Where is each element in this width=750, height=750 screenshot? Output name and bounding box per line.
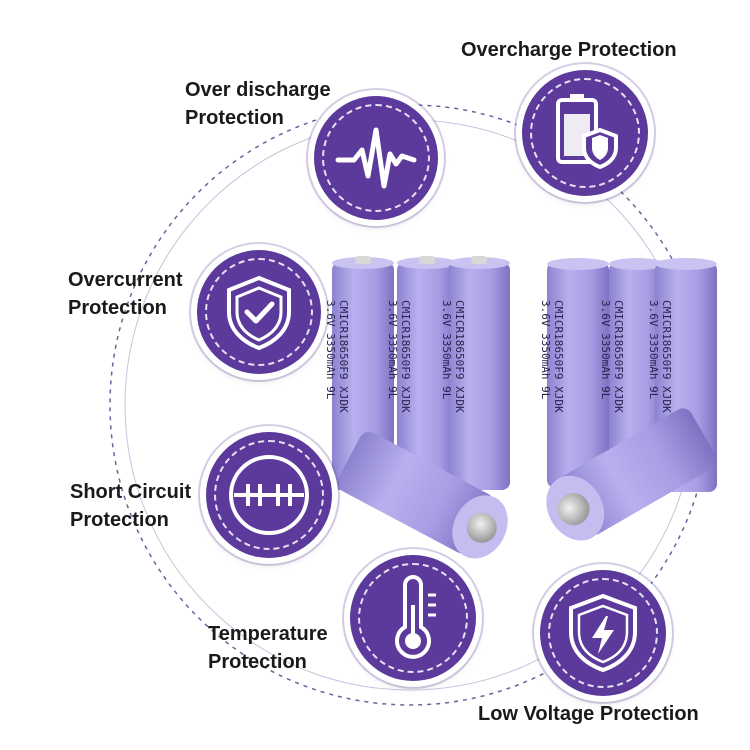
feature-label-over-discharge: Over discharge Protection: [185, 76, 331, 132]
feature-label-line: Overcharge Protection: [461, 39, 677, 61]
battery-cell-4: [547, 258, 609, 488]
battery-cell-lying-right: [546, 408, 717, 541]
feature-label-line: Temperature: [208, 623, 328, 645]
battery-cell-1: [332, 256, 394, 490]
circuit-icon: [229, 455, 309, 535]
feature-label-line: Low Voltage Protection: [478, 703, 699, 725]
thermometer-icon-badge: [350, 555, 476, 681]
battery-shield-icon-badge: [522, 70, 648, 196]
battery-shield-icon: [556, 94, 618, 170]
shield-check-icon-badge: [197, 250, 321, 374]
feature-label-short-circuit: Short Circuit Protection: [70, 478, 191, 534]
circuit-icon-badge: [206, 432, 332, 558]
feature-label-line: Protection: [185, 107, 284, 129]
battery-cell-2: [397, 256, 457, 488]
feature-label-line: Protection: [70, 509, 169, 531]
waveform-icon-badge: [314, 96, 438, 220]
shield-bolt-icon: [569, 593, 637, 673]
waveform-icon: [335, 127, 417, 189]
feature-label-overcharge: Overcharge Protection: [461, 36, 677, 64]
battery-cell-lying-left: [337, 431, 508, 559]
feature-label-overcurrent: Overcurrent Protection: [68, 266, 183, 322]
feature-label-line: Over discharge: [185, 79, 331, 101]
feature-label-temperature: Temperature Protection: [208, 620, 328, 676]
feature-label-line: Protection: [208, 651, 307, 673]
thermometer-icon: [395, 575, 436, 659]
battery-cell-3: [448, 256, 510, 490]
feature-label-low-voltage: Low Voltage Protection: [478, 700, 699, 728]
feature-label-line: Protection: [68, 297, 167, 319]
feature-label-line: Short Circuit: [70, 481, 192, 503]
feature-label-line: Overcurrent: [68, 269, 183, 291]
shield-check-icon: [227, 275, 291, 351]
shield-bolt-icon-badge: [540, 570, 666, 696]
